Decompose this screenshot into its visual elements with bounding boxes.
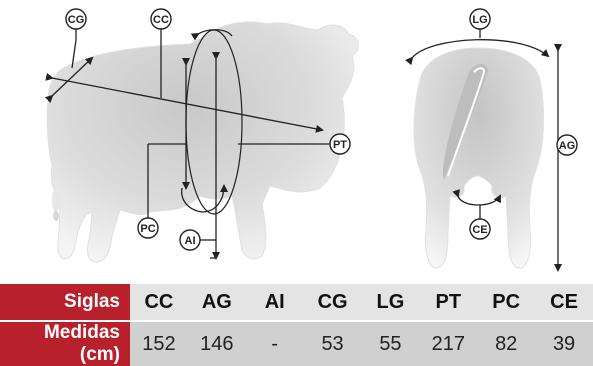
medida-cell: 82 (477, 321, 536, 366)
svg-text:CE: CE (472, 224, 487, 236)
medida-cell: 55 (361, 321, 420, 366)
medida-cell: 217 (419, 321, 478, 366)
label-ag: AG (556, 134, 578, 156)
label-pc: PC (137, 217, 159, 239)
svg-text:PT: PT (333, 139, 347, 151)
label-lg: LG (469, 8, 491, 30)
label-ce: CE (469, 218, 491, 240)
cow-side-silhouette (46, 21, 359, 263)
cattle-measurement-diagram: CG CC PT PC AI LG AG CE (44, 8, 578, 272)
measurement-lines-side (44, 20, 330, 260)
medida-cell: 152 (130, 321, 188, 366)
sigla-cell: PC (477, 284, 536, 322)
svg-text:AG: AG (559, 140, 576, 152)
siglas-header: Siglas (0, 284, 130, 322)
svg-text:CG: CG (68, 14, 85, 26)
label-cg: CG (65, 8, 87, 30)
sigla-cell: AI (245, 284, 304, 322)
medida-cell: 53 (303, 321, 362, 366)
sigla-cell: AG (187, 284, 246, 322)
svg-text:LG: LG (472, 14, 487, 26)
label-cc: CC (150, 8, 172, 30)
sigla-cell: CC (130, 284, 188, 322)
svg-text:PC: PC (140, 223, 155, 235)
medidas-header: Medidas (cm) (0, 321, 130, 366)
siglas-row: Siglas CC AG AI CG LG PT PC CE (0, 284, 593, 322)
measurements-table: Siglas CC AG AI CG LG PT PC CE Medidas (… (0, 284, 593, 366)
medida-cell: - (245, 321, 304, 366)
label-ai: AI (179, 229, 201, 251)
measurement-lines-rear (405, 28, 562, 272)
svg-text:AI: AI (185, 235, 196, 247)
sigla-cell: PT (419, 284, 478, 322)
medidas-row: Medidas (cm) 152 146 - 53 55 217 82 39 (0, 321, 593, 366)
svg-text:CC: CC (153, 14, 169, 26)
sigla-cell: CG (303, 284, 362, 322)
sigla-cell: LG (361, 284, 420, 322)
medida-cell: 146 (187, 321, 246, 366)
sigla-cell: CE (535, 284, 593, 322)
label-pt: PT (329, 133, 351, 155)
medida-cell: 39 (535, 321, 593, 366)
